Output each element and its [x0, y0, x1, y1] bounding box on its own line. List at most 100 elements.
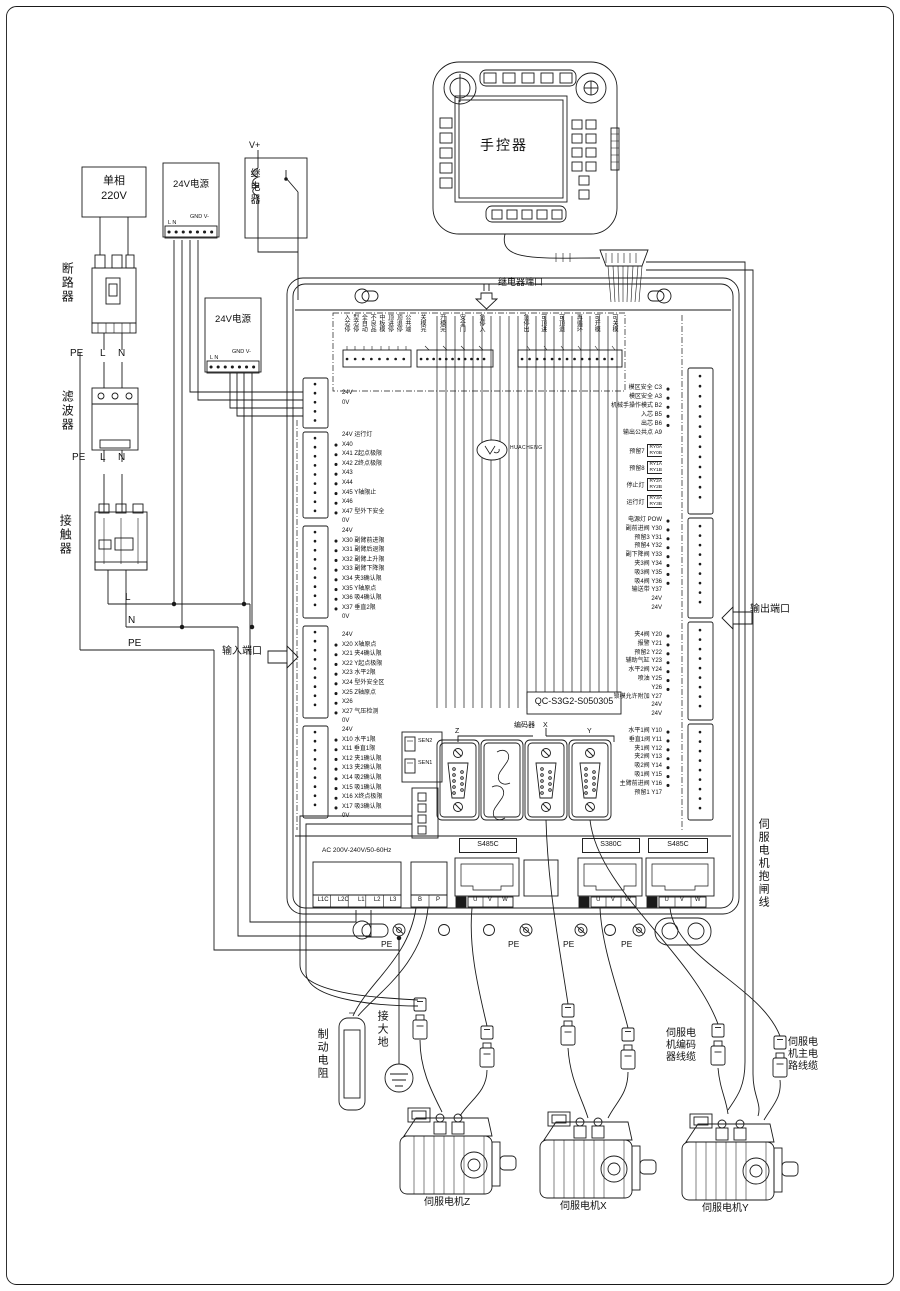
power-terminal-label: L3: [389, 897, 397, 903]
psu1-title: 24V电源: [173, 179, 209, 190]
logo-text: HUACHENG: [510, 445, 543, 451]
servo-motor-y: [681, 1113, 799, 1201]
relay-output-name: 停止灯: [626, 483, 645, 490]
aux-connector: [523, 859, 559, 897]
output-label: 24V: [651, 604, 662, 611]
contactor-label: 接触器: [58, 514, 73, 556]
input-label: X35 Y轴原点: [342, 585, 377, 592]
output-label: 吸1阀 Y15: [634, 771, 662, 778]
output-label: 报警 Y21: [637, 640, 662, 647]
brake-resistor-label: 制动电阻: [316, 1028, 329, 1080]
uvw-label: W: [502, 897, 508, 903]
top-strip-1: [342, 346, 412, 368]
terminal-label: 不良品: [369, 314, 376, 332]
input-label: X27 气压检测: [342, 708, 379, 715]
l-label-2: L: [100, 452, 106, 463]
input-label: 24V: [342, 390, 353, 396]
terminal-label: 顶退停: [395, 314, 402, 332]
uvw-label: U: [664, 897, 669, 903]
bp-terminal-label: P: [435, 897, 440, 903]
uvw-label: U: [596, 897, 601, 903]
output-label: 预留3 Y31: [634, 534, 662, 541]
circuit-breaker-symbol: [91, 254, 137, 334]
motor-connector-z: [454, 857, 520, 908]
pendant-label: 手控器: [480, 137, 528, 153]
relay-output-name: 预留7: [629, 449, 645, 456]
uvw-label: V: [679, 897, 684, 903]
input-label: X13 夹2确认限: [342, 765, 382, 772]
io-label: 入芯 B5: [640, 412, 662, 418]
relay-label: 继电器: [248, 168, 259, 207]
earth-symbol: [384, 938, 414, 1093]
mains-box: [81, 166, 147, 218]
pe-screw-label: PE: [563, 939, 575, 949]
power-terminal-label: L2: [373, 897, 381, 903]
input-label: X43: [342, 470, 353, 477]
input-label: X41 Z起点极限: [342, 451, 383, 458]
output-label: 副前进阀 Y30: [625, 525, 662, 532]
pendant-symbol: [432, 61, 620, 235]
input-label: X30 副臂前进限: [342, 537, 385, 544]
output-label: 电源灯 POW: [628, 517, 662, 523]
output-label: 预留4 Y32: [634, 543, 662, 550]
input-label: X25 Z轴原点: [342, 689, 377, 696]
uvw-label: V: [610, 897, 615, 903]
input-label: X14 吸2确认限: [342, 774, 382, 781]
io-label: 输出公共点 A9: [622, 430, 662, 436]
output-label: 副下降阀 Y33: [625, 552, 662, 559]
input-label: X22 Y起点极限: [342, 660, 383, 667]
terminal-label: 关模完: [419, 314, 425, 332]
uvw-labels-y: U V W: [659, 896, 706, 906]
io-label: 机械手操作模式 B2: [610, 403, 662, 409]
psu2-ln-label: L N: [210, 355, 219, 361]
input-label: 24V 运行灯: [342, 432, 373, 438]
keyhole-slots: [354, 288, 672, 304]
output-label: 输送带 Y37: [631, 587, 662, 594]
terminal-label: 型芯停: [351, 314, 358, 332]
input-label: X32 副臂上升限: [342, 556, 385, 563]
io-label: 模区安全 A3: [628, 394, 662, 400]
input-label: 0V: [342, 718, 350, 725]
pe-label-1: PE: [70, 348, 84, 359]
io-labels: 模区安全 C3 模区安全 A3 机械手操作模式 B2 入芯 B5 出芯 B6 输出公共点 …: [520, 384, 662, 438]
blank-connector: [480, 739, 524, 821]
power-terminal-label: L2C: [337, 897, 349, 903]
input-label: 0V: [342, 813, 350, 820]
bus-l-label: L: [125, 592, 131, 603]
motor-cables: [419, 261, 781, 1121]
terminal-label: 公共端: [403, 314, 410, 332]
uvw-label: W: [694, 897, 701, 903]
input-label: 24V: [342, 727, 353, 733]
top-terminal-labels-2: 关模完开模完安全门急停入: [418, 314, 484, 348]
axis-y-label: Y: [587, 728, 592, 735]
motor-y-label: 伺服电机Y: [702, 1203, 749, 1214]
io-label: 出芯 B6: [640, 421, 662, 427]
filter-label: 滤波器: [60, 390, 75, 432]
relay-symbol: [244, 150, 308, 300]
psu1-ln-label: L N: [168, 220, 177, 226]
top-strip-3: [517, 345, 623, 368]
right-strips: [687, 367, 714, 821]
output-label: 水平2阀 Y24: [628, 667, 662, 674]
pe-screw-label: PE: [621, 939, 633, 949]
board-outline: [286, 277, 740, 915]
input-label: X16 X终点极限: [342, 794, 383, 801]
input-label: 24V: [342, 632, 353, 638]
output-label: 主臂前进阀 Y16: [619, 780, 662, 787]
input-label: X26: [342, 699, 353, 706]
input-port-label: 输入端口: [222, 646, 262, 657]
io-label: 模区安全 C3: [628, 385, 662, 391]
relay-port-label: 继电器端口: [498, 277, 544, 287]
input-label: X24 型外安全区: [342, 679, 385, 686]
